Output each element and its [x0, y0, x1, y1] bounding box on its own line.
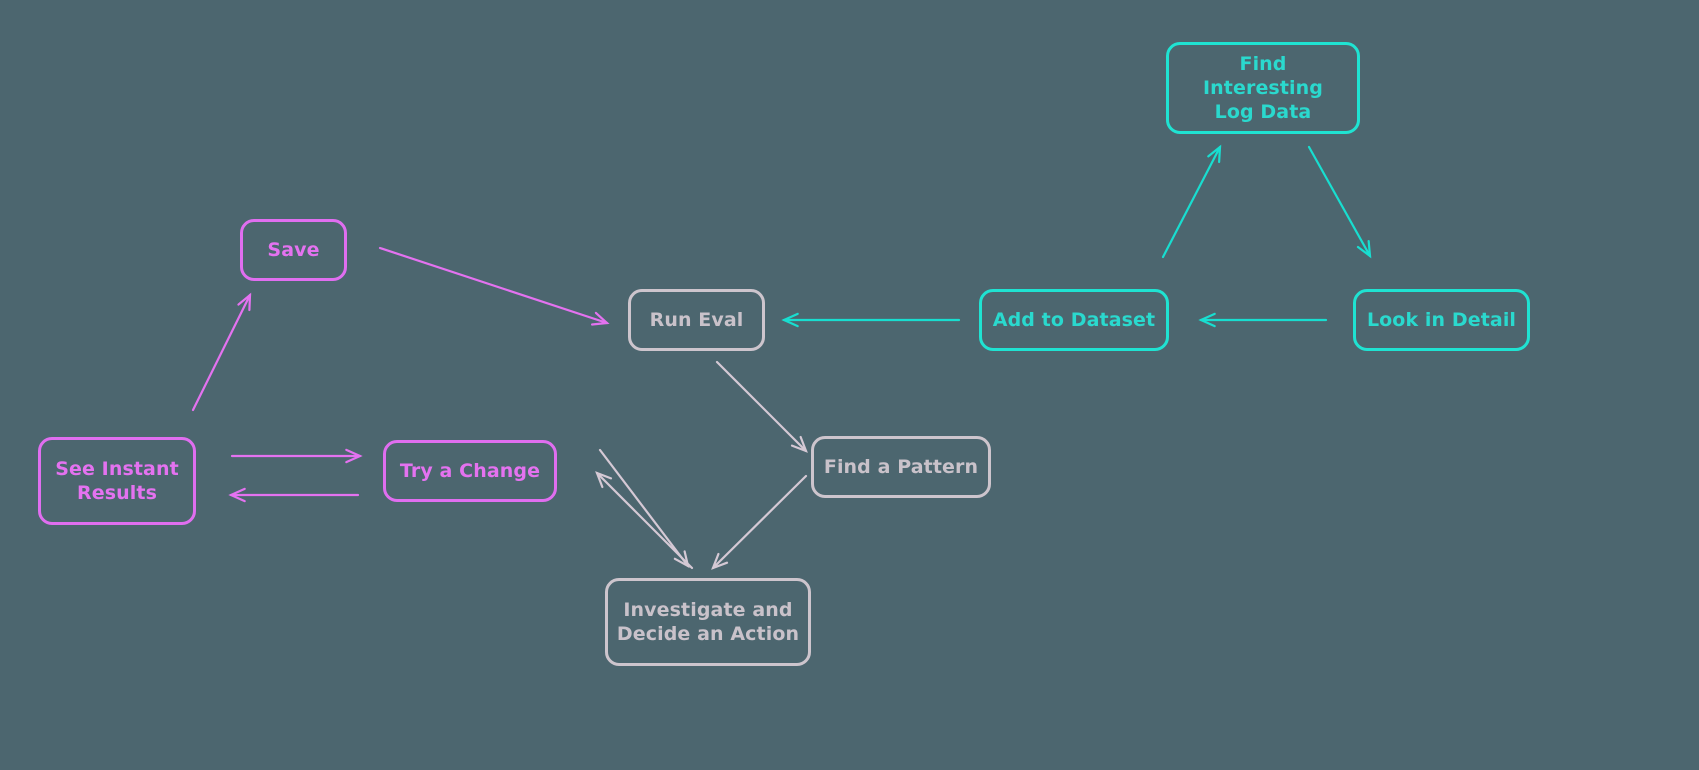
edge-run-eval-left-down	[598, 448, 690, 569]
edge-see-results-to-try-a-change	[230, 448, 363, 464]
edge-find-a-pattern-to-investigate	[711, 474, 808, 570]
edge-find-a-pattern-to-investigate-arrowhead	[711, 552, 729, 570]
node-find-interesting-log-data[interactable]: Find Interesting Log Data	[1166, 42, 1360, 134]
node-look-in-detail[interactable]: Look in Detail	[1353, 289, 1530, 351]
edge-look-in-detail-to-add-to-dataset	[1198, 312, 1328, 328]
edge-look-in-detail-to-add-to-dataset-arrowhead	[1198, 312, 1216, 328]
edge-try-a-change-to-see-results-arrowhead	[228, 487, 246, 503]
edge-save-to-run-eval-arrowhead	[590, 311, 610, 326]
edge-find-log-data-to-look-in-detail	[1307, 145, 1372, 259]
edge-run-eval-to-find-a-pattern-arrowhead	[790, 435, 808, 453]
edge-see-results-to-save	[191, 292, 252, 412]
edge-investigate-to-run-eval	[595, 471, 694, 570]
edge-see-results-to-try-a-change-arrowhead	[345, 448, 363, 464]
edge-add-to-dataset-to-run-eval-arrowhead	[781, 312, 799, 328]
edge-run-eval-left-down-arrowhead	[673, 550, 690, 569]
node-find-a-pattern[interactable]: Find a Pattern	[811, 436, 991, 498]
node-run-eval[interactable]: Run Eval	[628, 289, 765, 351]
node-investigate-decide-action[interactable]: Investigate and Decide an Action	[605, 578, 811, 666]
node-see-instant-results[interactable]: See Instant Results	[38, 437, 196, 525]
node-try-a-change[interactable]: Try a Change	[383, 440, 557, 502]
node-save[interactable]: Save	[240, 219, 347, 281]
node-add-to-dataset[interactable]: Add to Dataset	[979, 289, 1169, 351]
edge-investigate-to-run-eval-arrowhead	[595, 471, 613, 489]
edge-see-results-to-save-arrowhead	[237, 292, 252, 312]
edge-find-log-data-to-look-in-detail-arrowhead	[1356, 239, 1372, 259]
edge-run-eval-to-find-a-pattern	[715, 360, 808, 453]
edge-save-to-run-eval	[378, 246, 610, 326]
edge-try-a-change-to-see-results	[228, 487, 360, 503]
edge-add-to-dataset-to-find-log-data-arrowhead	[1207, 144, 1222, 164]
edge-add-to-dataset-to-run-eval	[781, 312, 961, 328]
edge-add-to-dataset-to-find-log-data	[1161, 144, 1222, 259]
